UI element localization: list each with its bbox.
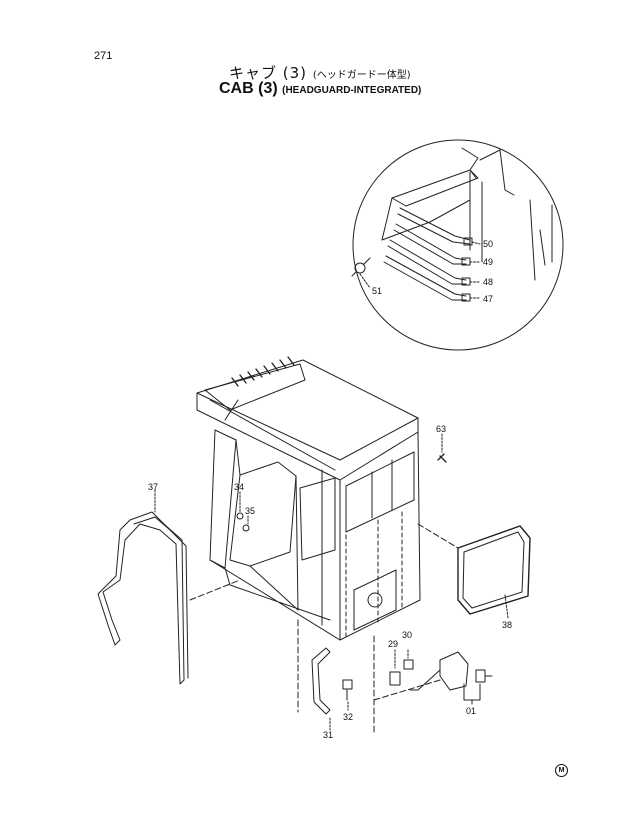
cab-floor-edge [249,565,299,611]
handle-guides [297,619,375,736]
detail-leaders [359,241,481,299]
callout-47: 47 [483,294,493,304]
side-hidden-lines [345,511,403,641]
rear-window [345,451,415,533]
window-seal-38-inner [462,531,525,609]
page-number: 271 [94,50,113,62]
bolt-51-shank [351,257,371,277]
harness-47b [383,261,467,301]
access-hole [367,592,383,608]
roof-inner [209,399,336,471]
callout-34: 34 [234,482,244,492]
roof-vent-panel [204,363,306,411]
bracket-01 [463,683,481,705]
callout-32: 32 [343,712,353,722]
side-access-plate [353,569,397,631]
callout-48: 48 [483,277,493,287]
latch-bolt-icon [475,669,486,683]
maker-mark-icon: M [555,764,568,777]
leader-38 [504,594,509,619]
cab-side-panel [339,431,421,641]
callout-49: 49 [483,257,493,267]
title-en-sub: (HEADGUARD-INTEGRATED) [282,85,422,96]
part-29-icon [389,671,401,686]
harness-48b [387,245,467,285]
roof-vent-slots [231,356,295,387]
title-jp-main: キャブ (3) [229,64,308,82]
handle-31 [311,647,331,715]
window-38-guide [417,523,459,549]
callout-37: 37 [148,482,158,492]
front-left-pillar [209,429,237,569]
title-jp-sub: (ヘッドガードー体型) [312,70,411,81]
page-title-japanese: キャブ (3) (ヘッドガードー体型) [229,62,411,83]
bolt-63-icon [437,453,447,463]
harness-50 [399,207,471,241]
rear-window-bars [371,459,393,519]
seal-37 [97,511,185,685]
harness-48 [389,239,467,281]
callout-31: 31 [323,730,333,740]
front-window-top [235,439,297,477]
callout-29: 29 [388,639,398,649]
bolt-32-icon [342,679,353,690]
side-plate [299,477,336,561]
harness-49b [393,229,467,265]
detail-frame [461,147,553,281]
harness-47 [385,255,467,297]
screw-35-icon [242,524,250,532]
detail-bracket-top [391,169,479,207]
callout-30: 30 [402,630,412,640]
callout-35: 35 [245,506,255,516]
callout-38: 38 [502,620,512,630]
latch-guide [373,679,441,701]
detail-circle [352,139,564,351]
callout-51: 51 [372,286,382,296]
detail-panel [381,197,471,241]
cab-lower-frame [209,559,341,641]
nut-30-icon [403,659,414,670]
screw-34-icon [236,512,244,520]
harness-50b [397,213,471,245]
callout-01: 01 [466,706,476,716]
page-title-english: CAB (3) (HEADGUARD-INTEGRATED) [219,80,421,98]
door-frame [295,469,323,626]
seal-37-guide [189,579,241,601]
callout-labels: 50 49 48 47 51 63 37 34 35 38 29 30 31 3… [148,239,512,740]
cab-body [196,356,421,641]
bolt-51-icon [354,262,366,274]
seal-37-inner [133,516,189,679]
window-seal-38 [457,525,531,615]
latch-01 [439,651,469,691]
latch-rod [409,669,441,691]
callout-63: 63 [436,424,446,434]
callout-50: 50 [483,239,493,249]
title-en-main: CAB (3) [219,80,278,97]
detail-view [351,139,564,351]
